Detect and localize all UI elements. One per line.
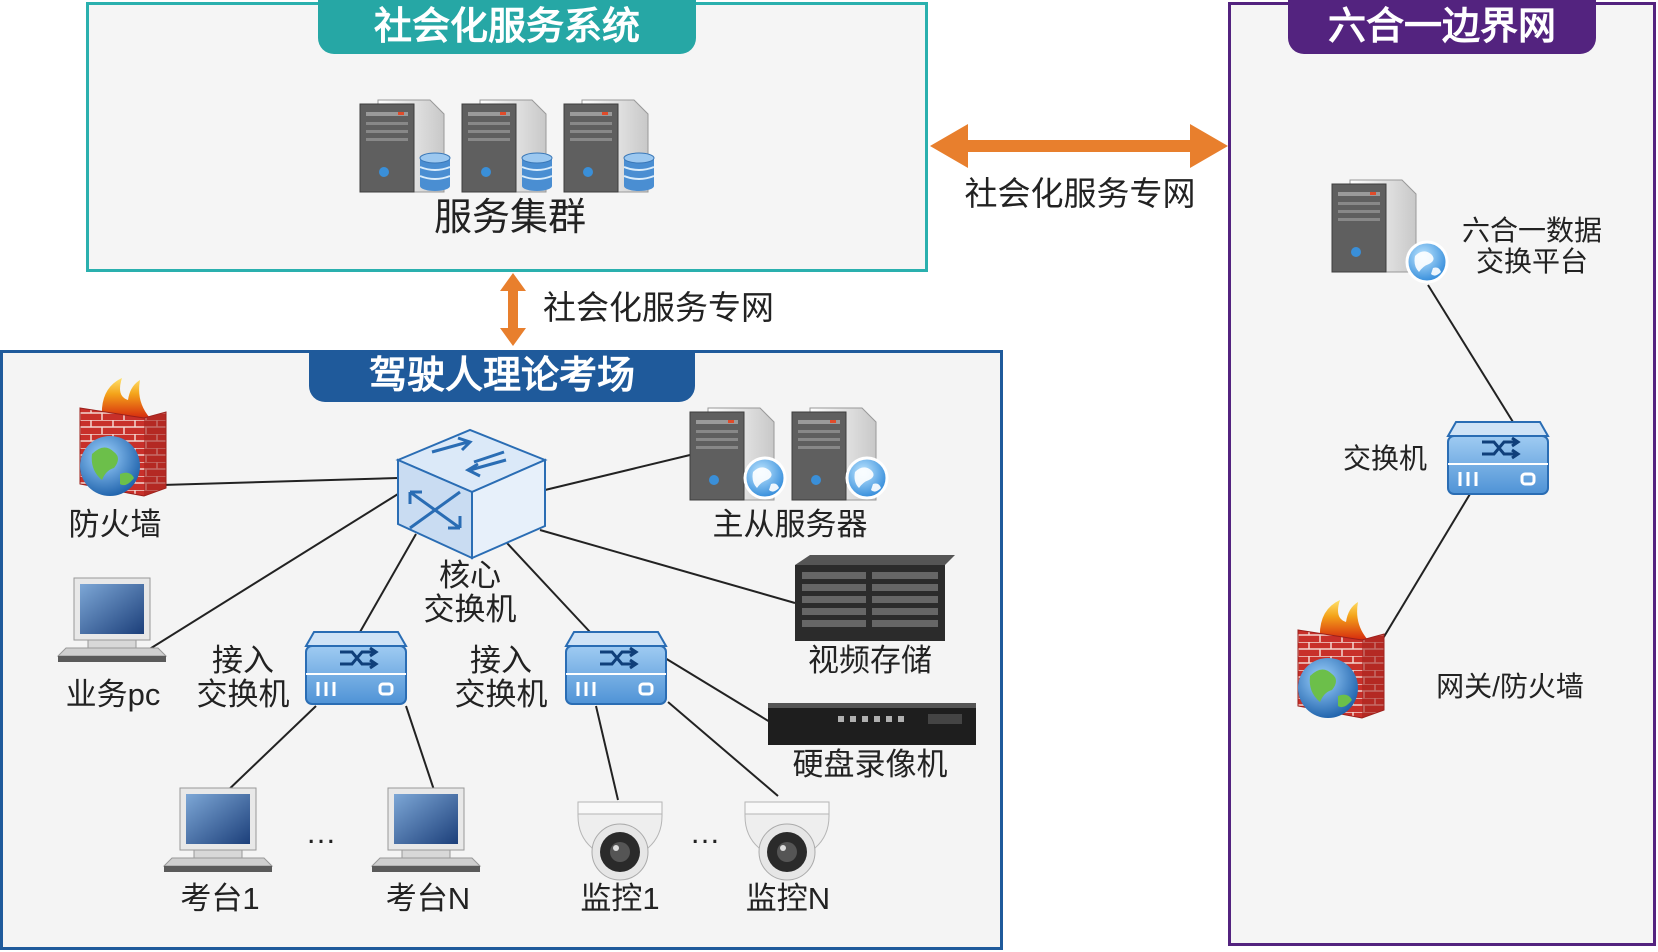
exchange-platform-icon [1331, 179, 1449, 284]
monitor-n-label: 监控N [745, 881, 831, 916]
firewall-icon [79, 377, 167, 497]
vertical-double-arrow [500, 273, 526, 346]
access-switch-2-icon [564, 630, 668, 706]
monitor-1-label: 监控1 [580, 881, 660, 916]
exam-site-links [147, 454, 796, 801]
gateway-firewall-label: 网关/防火墙 [1436, 671, 1584, 702]
exam-seat-1-icon [163, 787, 273, 873]
monitor-1-camera-icon [577, 801, 663, 881]
exam-seat-1-label: 考台1 [180, 881, 260, 916]
boundary-links [1375, 284, 1514, 651]
nvr-label: 硬盘录像机 [792, 747, 948, 782]
horizontal-double-arrow [930, 124, 1228, 168]
gateway-firewall-icon [1297, 599, 1385, 719]
monitor-n-camera-icon [744, 801, 830, 881]
video-storage-icon [795, 555, 955, 641]
exam-seat-n-label: 考台N [385, 881, 471, 916]
exam-seat-n-icon [371, 787, 481, 873]
ellipsis-monitors: … [689, 815, 721, 850]
core-switch-icon [395, 428, 548, 560]
access-switch-1-label: 接入 交换机 [196, 643, 290, 713]
service-cluster [359, 99, 655, 193]
master-slave-servers-label: 主从服务器 [712, 507, 868, 542]
business-pc-icon [57, 577, 167, 663]
horizontal-link-label: 社会化服务专网 [964, 175, 1196, 212]
access-switch-1-icon [304, 630, 408, 706]
cluster-label: 服务集群 [433, 197, 586, 239]
boundary-panel [1228, 2, 1656, 946]
business-pc-label: 业务pc [65, 677, 161, 712]
ellipsis-seats: … [305, 815, 337, 850]
vertical-link-label: 社会化服务专网 [543, 289, 774, 326]
social-service-title: 社会化服务系统 [318, 0, 696, 54]
boundary-title: 六合一边界网 [1288, 0, 1596, 54]
access-switch-2-label: 接入 交换机 [454, 643, 548, 713]
boundary-switch-label: 交换机 [1342, 443, 1427, 474]
boundary-switch-icon [1446, 420, 1550, 496]
master-slave-servers-icon [689, 407, 889, 501]
exam-site-title: 驾驶人理论考场 [309, 350, 695, 402]
firewall-label: 防火墙 [68, 507, 162, 542]
core-switch-label: 核心 交换机 [423, 558, 517, 628]
nvr-icon [768, 703, 976, 745]
video-storage-label: 视频存储 [808, 643, 932, 678]
exchange-platform-label: 六合一数据 交换平台 [1461, 215, 1602, 277]
